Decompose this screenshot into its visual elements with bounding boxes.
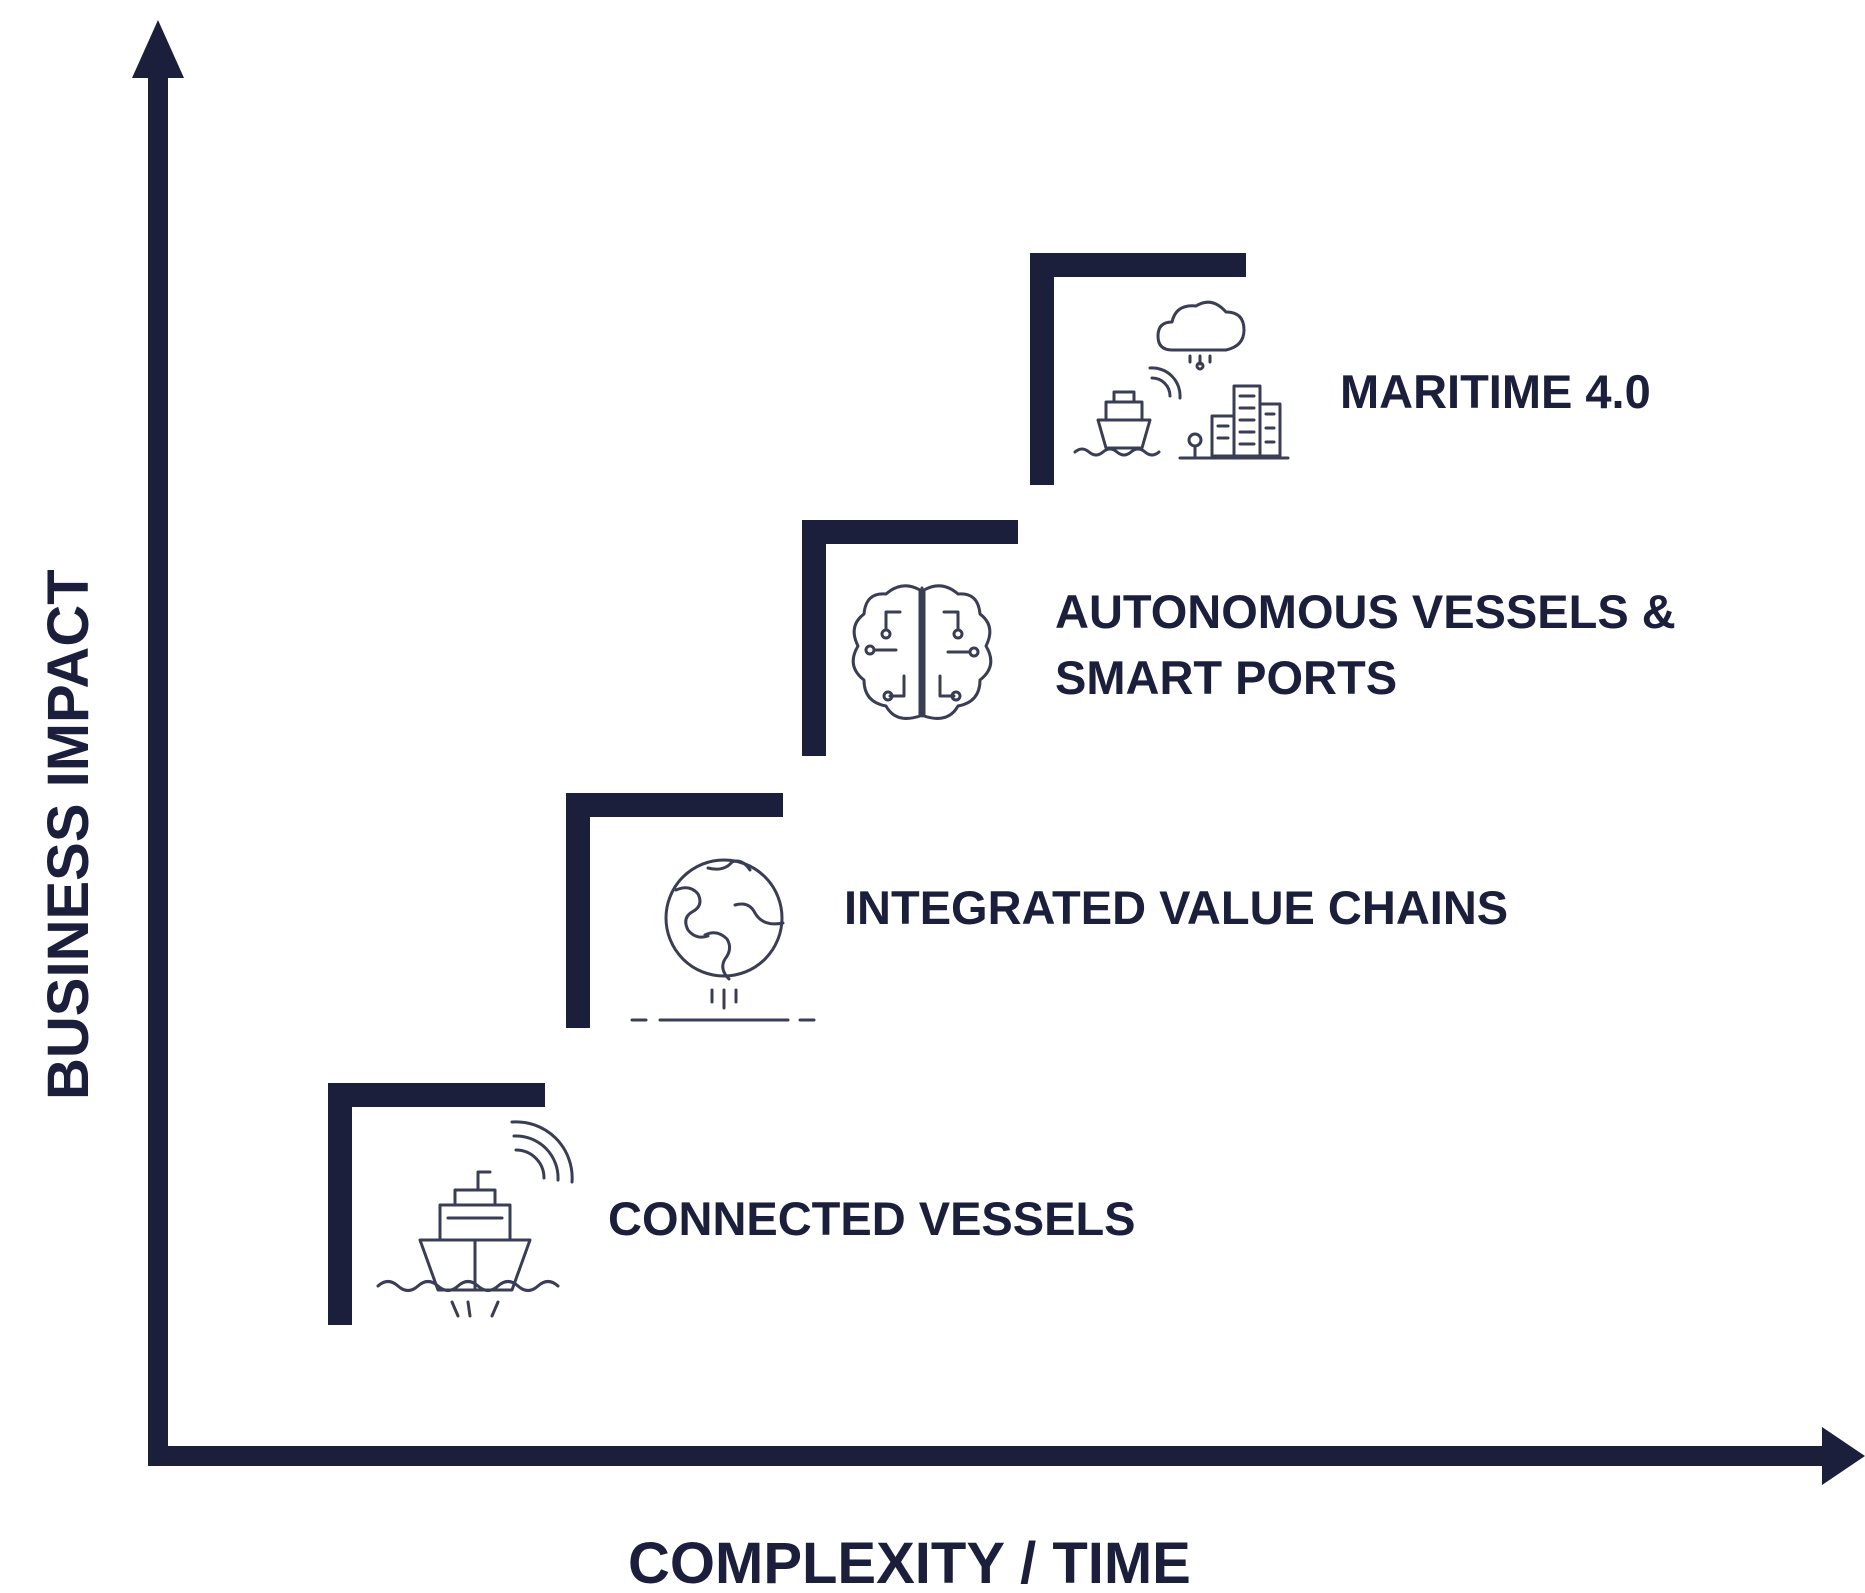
step-maritime-4-0: MARITIME 4.0 xyxy=(1030,253,1651,485)
step-autonomous-vessels-smart-ports: AUTONOMOUS VESSELS & SMART PORTS xyxy=(802,520,1676,756)
x-axis-title: COMPLEXITY / TIME xyxy=(628,1531,1191,1593)
step-bracket xyxy=(1030,253,1246,485)
step-integrated-value-chains: INTEGRATED VALUE CHAINS xyxy=(566,793,1508,1028)
x-axis-arrowhead xyxy=(1822,1427,1865,1485)
step-bracket xyxy=(566,793,783,1028)
y-axis-title: BUSINESS IMPACT xyxy=(36,569,101,1100)
step-label-maritime-4-0: MARITIME 4.0 xyxy=(1340,365,1651,418)
step-bracket xyxy=(328,1083,545,1325)
x-axis-line xyxy=(148,1446,1828,1466)
axes xyxy=(132,20,1865,1485)
brain-circuit-icon xyxy=(851,584,993,720)
y-axis-arrowhead xyxy=(132,20,184,78)
step-connected-vessels: CONNECTED VESSELS xyxy=(328,1083,1136,1325)
ship-signal-icon xyxy=(376,1120,574,1318)
step-label-autonomous-vessels-line-1: AUTONOMOUS VESSELS & xyxy=(1055,585,1676,638)
step-label-integrated-value-chains: INTEGRATED VALUE CHAINS xyxy=(844,881,1508,934)
step-bracket xyxy=(802,520,1018,756)
step-label-autonomous-vessels-line-2: SMART PORTS xyxy=(1055,651,1397,704)
ship-city-cloud-icon xyxy=(1073,300,1290,460)
globe-icon xyxy=(630,858,816,1022)
step-label-connected-vessels: CONNECTED VESSELS xyxy=(608,1192,1136,1245)
y-axis-line xyxy=(148,60,168,1466)
